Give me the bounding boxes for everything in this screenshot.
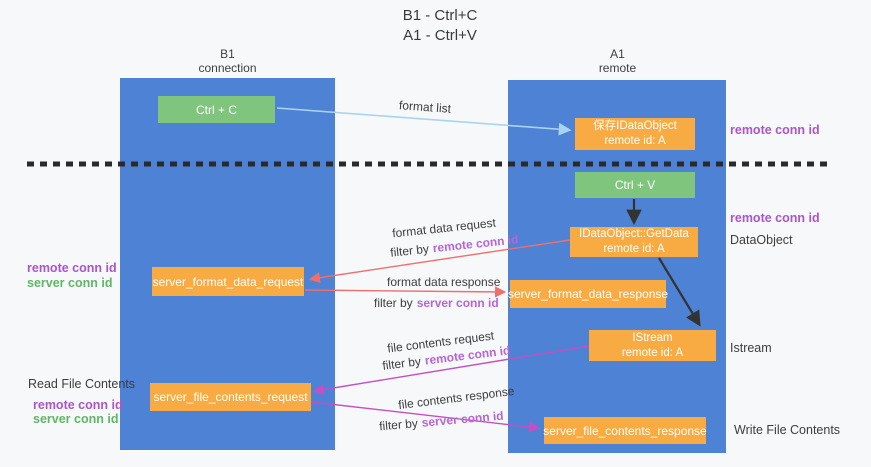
left-server-conn-id-bottom: server conn id <box>33 412 119 426</box>
right-istream-label: Istream <box>730 341 772 355</box>
save-idataobject-box: 保存IDataObject remote id: A <box>575 118 695 150</box>
server-file-contents-response-box: server_file_contents_response <box>543 417 707 444</box>
filter-by-text: filter by <box>389 241 430 260</box>
right-dataobject-label: DataObject <box>730 233 793 247</box>
ctrl-c-label: Ctrl + C <box>195 102 237 117</box>
server-format-data-request-label: server_format_data_request <box>152 274 304 289</box>
right-remote-conn-id-mid: remote conn id <box>730 211 820 225</box>
left-server-conn-id-top: server conn id <box>27 276 113 290</box>
server-file-contents-request-box: server_file_contents_request <box>150 383 311 411</box>
label-format-list: format list <box>398 98 452 116</box>
right-remote-conn-id-top: remote conn id <box>730 123 820 137</box>
ctrl-v-event-box: Ctrl + V <box>575 172 695 198</box>
server-conn-id-text: server conn id <box>421 408 505 430</box>
getdata-line1: IDataObject::GetData <box>579 228 689 240</box>
column-b1-subtitle: connection <box>198 61 257 75</box>
istream-box: IStream remote id: A <box>589 330 716 361</box>
server-format-data-request-box: server_format_data_request <box>152 267 304 296</box>
column-b1-name: B1 <box>220 47 235 61</box>
server-format-data-response-box: server_format_data_response <box>507 280 669 308</box>
istream-line1: IStream <box>632 331 673 344</box>
save-idataobject-line2: remote id: A <box>604 135 666 147</box>
right-write-file-contents-label: Write File Contents <box>734 423 841 437</box>
server-format-data-response-label: server_format_data_response <box>507 287 669 301</box>
filter-by-text: filter by <box>374 296 413 310</box>
server-file-contents-request-label: server_file_contents_request <box>153 390 308 404</box>
column-header-b1: B1 connection <box>150 47 305 75</box>
idataobject-getdata-box: IDataObject::GetData remote id: A <box>570 227 698 257</box>
title-line-a1: A1 - Ctrl+V <box>403 27 477 44</box>
getdata-line2: remote id: A <box>603 243 665 255</box>
server-conn-id-text: server conn id <box>416 296 499 310</box>
column-a1-subtitle: remote <box>598 61 637 75</box>
filter-by-text: filter by <box>381 354 422 373</box>
column-a1-name: A1 <box>610 47 625 61</box>
label-file-contents-response: file contents response <box>397 383 516 413</box>
column-header-a1: A1 remote <box>540 47 695 75</box>
server-file-contents-response-label: server_file_contents_response <box>543 423 707 438</box>
ctrl-v-label: Ctrl + V <box>614 178 656 192</box>
diagram-title: B1 - Ctrl+C A1 - Ctrl+V <box>300 6 580 46</box>
save-idataobject-line1: 保存IDataObject <box>593 120 677 132</box>
left-read-file-contents-label: Read File Contents <box>28 377 136 391</box>
remote-conn-id-text: remote conn id <box>432 232 520 256</box>
filter-by-text: filter by <box>378 416 419 434</box>
ctrl-c-event-box: Ctrl + C <box>158 96 275 123</box>
label-format-data-response: format data response <box>387 275 501 289</box>
istream-line2: remote id: A <box>621 346 684 359</box>
left-remote-conn-id-bottom: remote conn id <box>33 398 123 412</box>
left-remote-conn-id-top: remote conn id <box>27 261 117 275</box>
title-line-b1: B1 - Ctrl+C <box>402 7 478 24</box>
